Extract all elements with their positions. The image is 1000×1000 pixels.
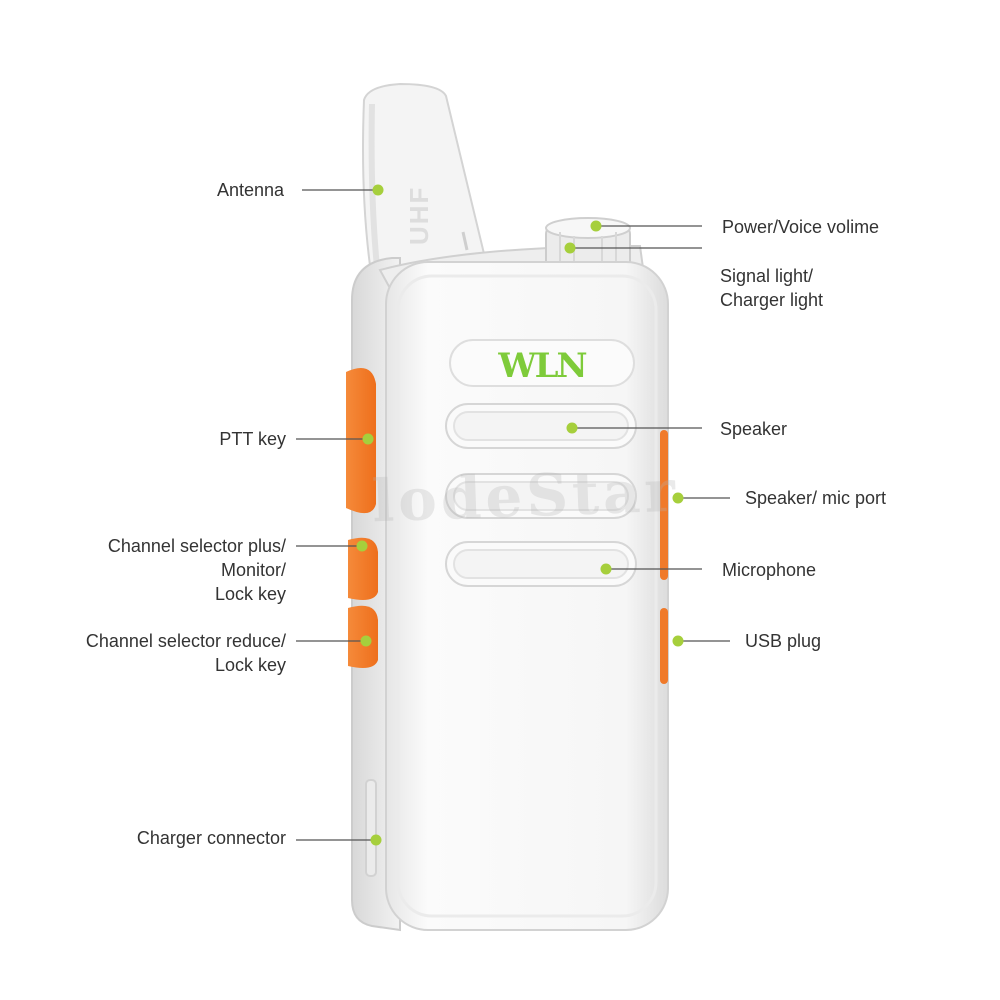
callout-dot-signal [564, 242, 576, 254]
channel-plus-key [348, 537, 378, 600]
speaker-mic-port [660, 430, 668, 580]
microphone-slot [445, 541, 637, 587]
callout-dot-speaker [566, 422, 578, 434]
callout-dot-channel-reduce [360, 635, 372, 647]
callout-dot-power [590, 220, 602, 232]
callout-dot-channel-plus [356, 540, 368, 552]
usb-port [660, 608, 668, 684]
label-speaker-mic-port: Speaker/ mic port [745, 488, 887, 508]
callout-dot-ptt [362, 433, 374, 445]
callout-dot-mic-port [672, 492, 684, 504]
label-signal-light: Signal light/ Charger light [720, 266, 824, 310]
label-ptt-key: PTT key [219, 429, 286, 449]
antenna [362, 82, 488, 282]
speaker-grille [445, 403, 637, 519]
brand-logo: WLN [497, 346, 586, 386]
label-usb-plug: USB plug [745, 631, 822, 651]
callout-dot-microphone [600, 563, 612, 575]
label-speaker: Speaker [720, 419, 788, 439]
callout-dot-charger [370, 834, 382, 846]
label-microphone: Microphone [722, 560, 817, 580]
charger-connector [365, 779, 377, 877]
logo-plate [449, 339, 635, 387]
label-channel-reduce: Channel selector reduce/ Lock key [85, 631, 286, 675]
callout-dot-usb [672, 635, 684, 647]
antenna-uhf-marking: UHF [404, 186, 434, 245]
label-antenna: Antenna [216, 180, 284, 200]
label-charger-connector: Charger connector [136, 828, 286, 848]
callout-dot-antenna [372, 184, 384, 196]
label-channel-plus: Channel selector plus/ Monitor/ Lock key [107, 536, 286, 604]
label-power-volume: Power/Voice volime [722, 217, 880, 237]
ptt-key [346, 368, 376, 514]
